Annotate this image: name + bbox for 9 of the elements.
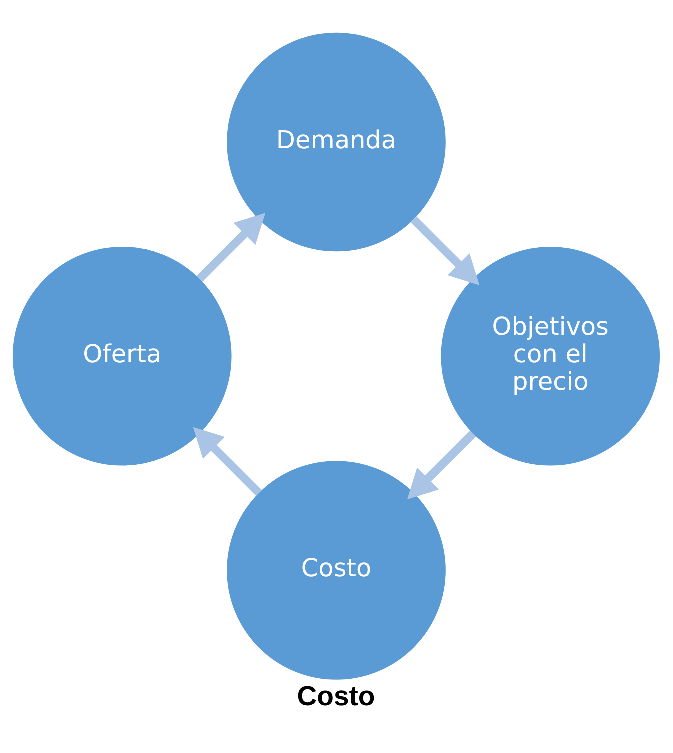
arrow (407, 430, 476, 500)
arrow (196, 212, 266, 282)
caption: Costo (297, 680, 376, 711)
arrow (193, 426, 262, 496)
arrow (410, 216, 480, 285)
node-circle: Costo (227, 460, 446, 680)
node-circle: Objetivos con el precio (441, 246, 660, 466)
node-circle: Demanda (227, 32, 446, 252)
node-circle: Oferta (12, 246, 232, 466)
